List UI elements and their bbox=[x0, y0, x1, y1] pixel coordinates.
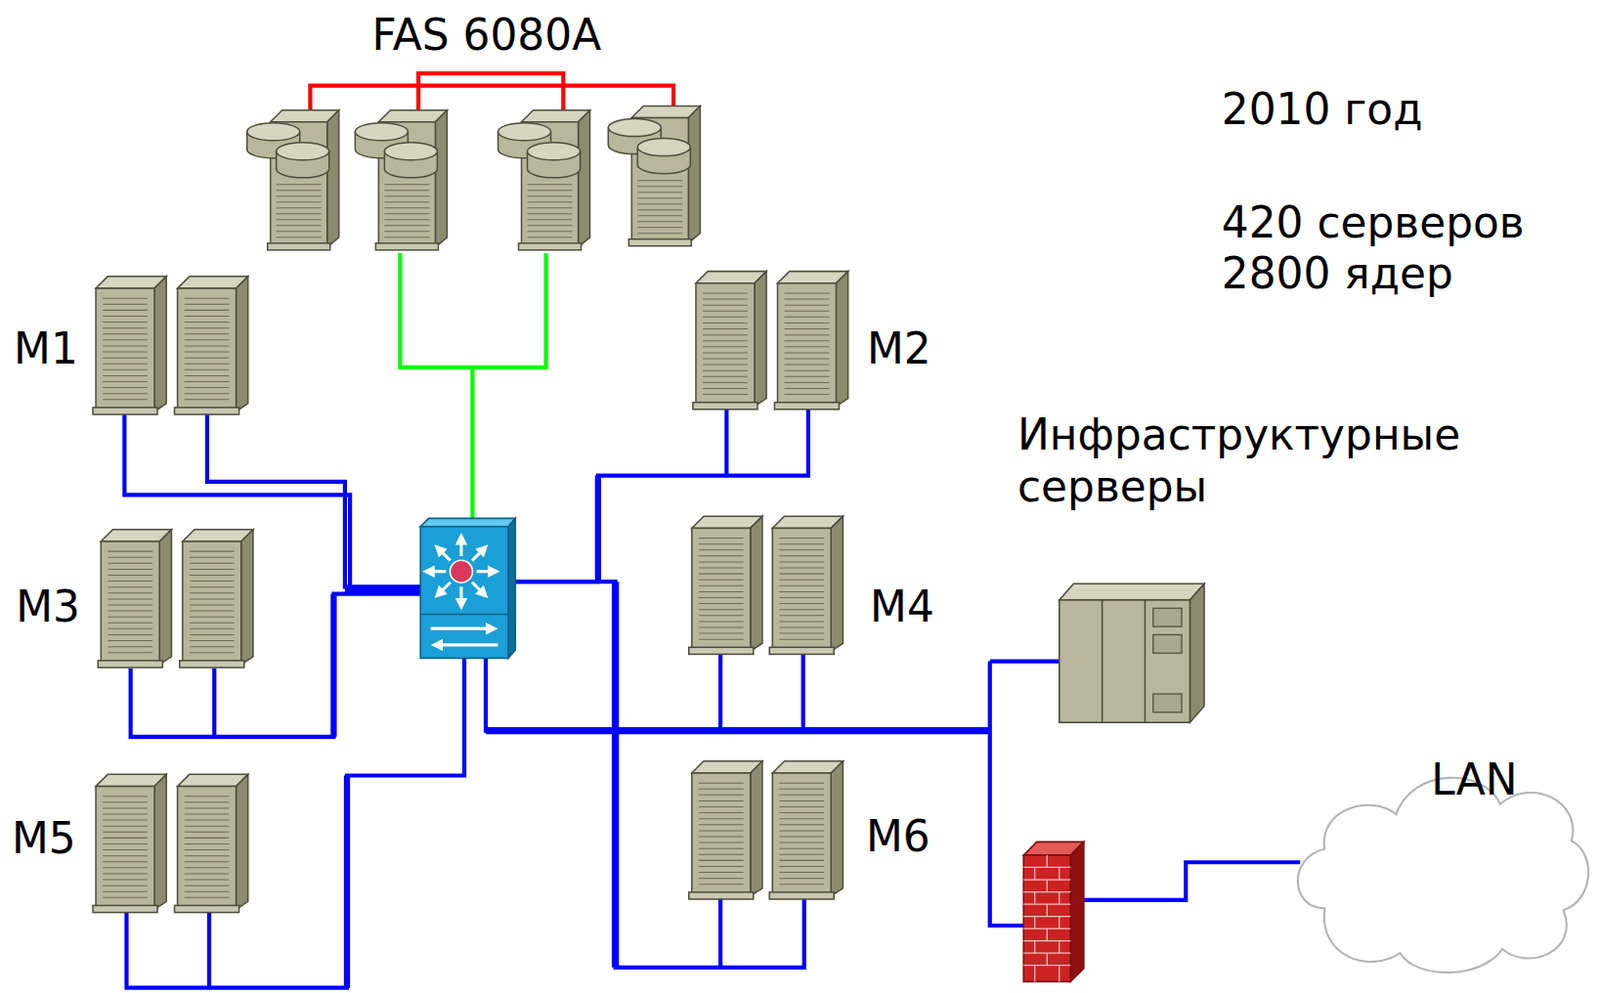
storage-unit bbox=[247, 110, 340, 251]
node-label: M1 bbox=[13, 323, 79, 376]
firewall-front bbox=[1023, 855, 1071, 982]
node-label: M5 bbox=[11, 813, 77, 865]
switch-arrow bbox=[436, 643, 499, 647]
server-group: M2 bbox=[690, 267, 941, 417]
server-tower bbox=[174, 276, 249, 415]
star-arrow bbox=[476, 569, 495, 573]
server-group: M4 bbox=[686, 512, 942, 658]
star-arrow bbox=[459, 586, 463, 605]
server-tower bbox=[689, 516, 763, 654]
switch-core bbox=[449, 560, 473, 583]
storage-unit bbox=[498, 110, 591, 251]
network-trunk bbox=[344, 776, 350, 989]
storage-unit bbox=[607, 106, 700, 247]
server-group: M6 bbox=[686, 757, 940, 905]
server-tower bbox=[689, 761, 763, 900]
switch-top bbox=[420, 518, 516, 526]
switch-side bbox=[508, 518, 516, 658]
capacity-note: 420 серверов 2800 ядер bbox=[1221, 198, 1559, 302]
server-tower bbox=[92, 276, 167, 415]
server-tower bbox=[179, 529, 254, 668]
network-trunk bbox=[611, 581, 619, 968]
cabinet-divider bbox=[1102, 600, 1146, 723]
server-tower bbox=[174, 774, 249, 912]
switch-divider bbox=[420, 613, 509, 616]
server-group: M5 bbox=[5, 769, 252, 917]
network-trunk bbox=[330, 594, 337, 737]
storage-cluster: FAS 6080A bbox=[240, 7, 708, 260]
node-label: LAN bbox=[1430, 755, 1517, 808]
star-arrow bbox=[438, 582, 451, 595]
firewall-side bbox=[1070, 841, 1084, 982]
cabinet-panel bbox=[1153, 693, 1182, 713]
node-heading: Инфраструктурные серверы bbox=[1017, 410, 1498, 514]
star-arrow bbox=[429, 569, 447, 573]
cabinet-panel bbox=[1153, 634, 1182, 653]
node-label: M2 bbox=[866, 323, 932, 376]
star-arrow bbox=[459, 538, 463, 557]
year-note: 2010 год bbox=[1221, 85, 1424, 137]
network-wire bbox=[130, 594, 422, 737]
star-arrow bbox=[472, 582, 484, 595]
note-text: 2010 год bbox=[1221, 85, 1424, 137]
firewall-bricks bbox=[1023, 855, 1071, 982]
switch-front bbox=[420, 526, 509, 659]
cabinet-side bbox=[1189, 583, 1205, 723]
star-arrow bbox=[438, 549, 451, 562]
cluster-link bbox=[309, 73, 674, 115]
node-label: M4 bbox=[869, 581, 935, 634]
network-wire bbox=[515, 409, 809, 582]
storage-link bbox=[399, 253, 546, 521]
server-group: M1 bbox=[7, 271, 254, 420]
switch-star bbox=[429, 538, 499, 646]
cabinet-top bbox=[1059, 583, 1205, 601]
node-label: M6 bbox=[865, 811, 931, 864]
cabinet-front bbox=[1059, 600, 1191, 723]
cloud-shape bbox=[1297, 778, 1589, 973]
server-tower bbox=[774, 271, 848, 410]
network-trunk bbox=[595, 475, 602, 583]
storage-unit bbox=[354, 110, 447, 251]
network-wire bbox=[212, 668, 217, 737]
network-wire bbox=[126, 657, 465, 988]
switch-arrow bbox=[431, 627, 493, 631]
node-label: M3 bbox=[15, 581, 81, 634]
server-group: M3 bbox=[9, 524, 256, 674]
network-wire bbox=[485, 653, 1060, 926]
network-trunk bbox=[345, 584, 421, 593]
server-tower bbox=[769, 761, 843, 900]
cabinet-panel bbox=[1153, 607, 1182, 627]
star-arrow bbox=[472, 549, 484, 562]
network-trunk bbox=[485, 727, 991, 735]
infrastructure-cabinet bbox=[1059, 583, 1205, 723]
server-tower bbox=[97, 529, 172, 668]
server-tower bbox=[692, 271, 767, 410]
network-cloud: LAN bbox=[1283, 755, 1594, 983]
infrastructure-servers: Инфраструктурные серверы bbox=[1010, 406, 1512, 726]
note-text: 420 серверов 2800 ядер bbox=[1221, 198, 1559, 302]
node-label: FAS 6080A bbox=[372, 9, 603, 62]
server-tower bbox=[769, 516, 843, 654]
firewall bbox=[1023, 841, 1084, 982]
network-wire bbox=[207, 911, 212, 988]
network-wire bbox=[1083, 862, 1300, 901]
network-switch bbox=[420, 518, 516, 658]
server-tower bbox=[92, 774, 167, 912]
